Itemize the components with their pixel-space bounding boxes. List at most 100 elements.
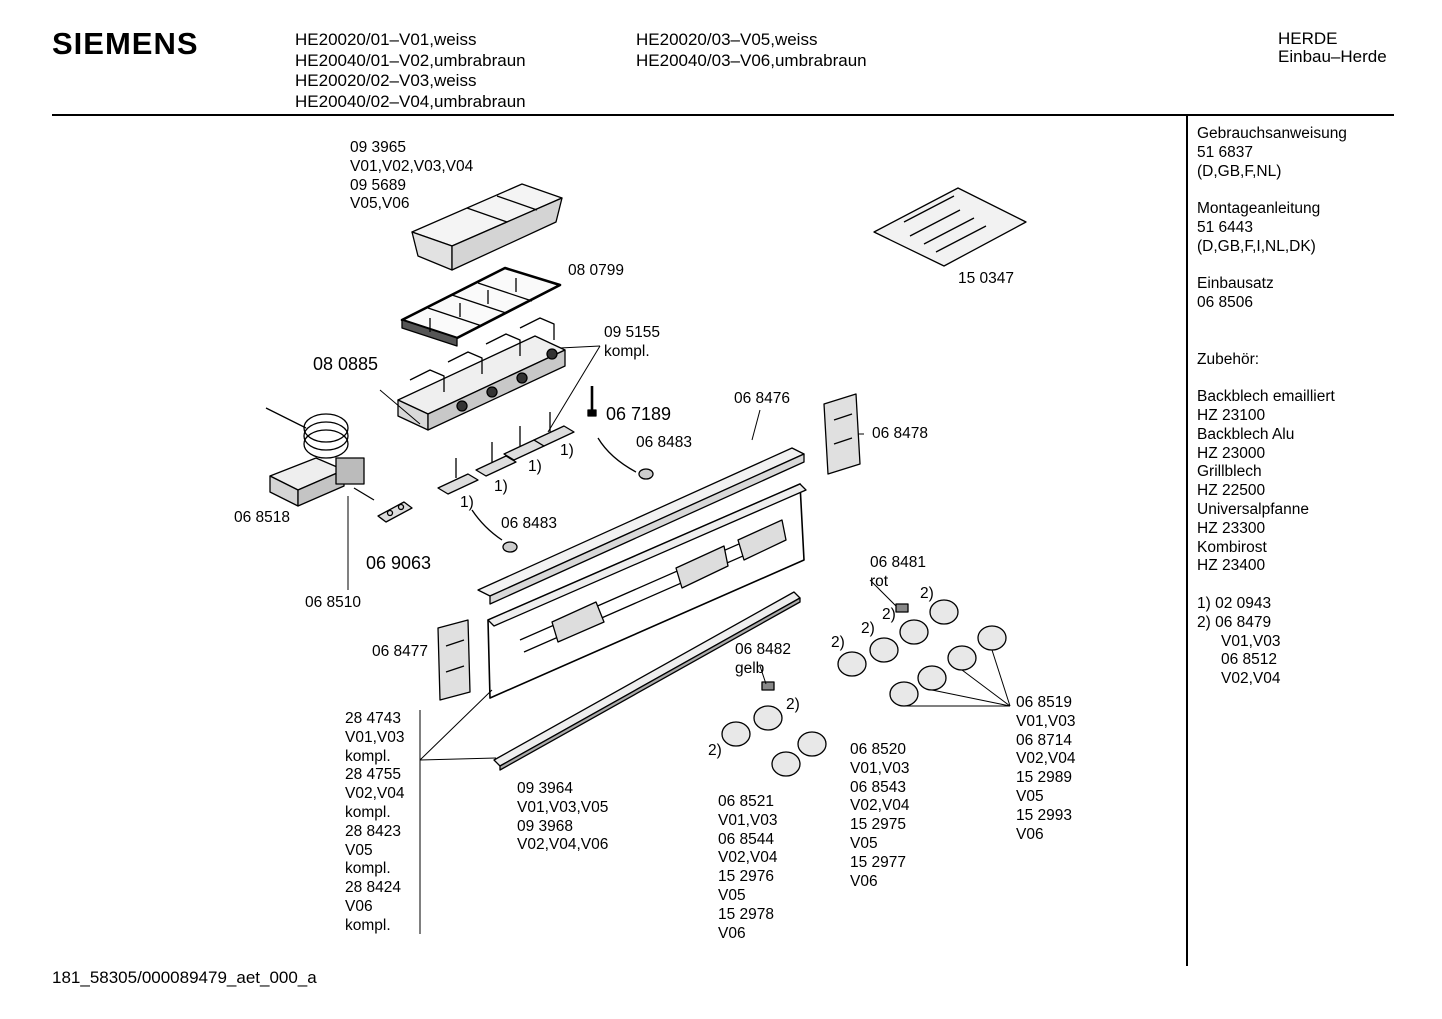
note-marker-2: 2) <box>882 606 896 623</box>
note-marker-2: 2) <box>831 634 845 651</box>
label-line: V05 <box>1016 787 1044 805</box>
label-line: V06 <box>345 897 373 915</box>
category: HERDE Einbau–Herde <box>1278 30 1387 66</box>
accessory-item: HZ 23000 <box>1197 444 1266 462</box>
note-line: V01,V03 <box>1221 632 1281 650</box>
note-marker-2: 2) <box>861 620 875 637</box>
label-panel-strip: 06 8476 <box>734 390 791 407</box>
label-line: kompl. <box>345 747 391 765</box>
accessory-item: Backblech Alu <box>1197 425 1295 443</box>
label-line: kompl. <box>345 860 391 878</box>
label-line: gelb <box>735 659 765 677</box>
note-marker-2: 2) <box>920 585 934 602</box>
label-knobs-right: 06 8519 V01,V03 06 8714 V02,V04 15 2989 … <box>1016 694 1075 844</box>
model-list-right: HE20020/03–V05,weiss HE20040/03–V06,umbr… <box>636 30 867 71</box>
accessories-title: Zubehör: <box>1197 350 1260 368</box>
button-yellow-part <box>761 681 775 691</box>
label-screw: 06 7189 <box>606 404 672 424</box>
label-thermo-sensor: 06 8510 <box>305 594 362 611</box>
label-line: 09 3965 <box>350 139 407 156</box>
label-bracket-right: 06 8478 <box>872 425 929 442</box>
kit-title: Einbausatz <box>1197 275 1274 293</box>
label-line: 09 5689 <box>350 176 407 194</box>
kit-number: 06 8506 <box>1197 294 1254 312</box>
label-line: 09 5155 <box>604 324 661 341</box>
label-line: V05 <box>718 886 746 904</box>
label-line: V02,V04 <box>345 785 405 803</box>
note-marker-2: 2) <box>708 742 722 759</box>
brand-logo: SIEMENS <box>52 26 199 61</box>
label-line: V01,V03 <box>345 728 405 746</box>
label-lamp-bottom: 06 8483 <box>501 515 558 532</box>
accessory-item: Kombirost <box>1197 538 1267 556</box>
label-line: V06 <box>850 872 878 890</box>
label-line: 28 8423 <box>345 822 402 840</box>
note-marker-1: 1) <box>494 478 508 495</box>
label-line: 09 3968 <box>517 817 574 835</box>
label-trim-strip: 09 3964 V01,V03,V05 09 3968 V02,V04,V06 <box>517 780 608 855</box>
model-line: HE20020/03–V05,weiss <box>636 30 818 49</box>
label-line: V02,V04 <box>1016 750 1076 768</box>
header-divider <box>52 114 1394 116</box>
note-line: V02,V04 <box>1221 670 1281 688</box>
label-line: V06 <box>718 924 746 942</box>
label-line: 09 3964 <box>517 780 574 797</box>
trim-strip-part <box>493 591 801 771</box>
label-plate: 06 9063 <box>366 553 432 573</box>
model-line: HE20040/01–V02,umbrabraun <box>295 50 526 70</box>
label-line: V01,V03,V05 <box>517 798 609 816</box>
accessory-item: Universalpfanne <box>1197 500 1310 518</box>
accessory-item: HZ 23300 <box>1197 519 1266 537</box>
label-lamp-top: 06 8483 <box>636 434 693 451</box>
manual-langs: (D,GB,F,NL) <box>1197 162 1282 180</box>
category-sub: Einbau–Herde <box>1278 47 1387 66</box>
label-line: 06 8714 <box>1016 731 1073 749</box>
install-number: 51 6443 <box>1197 218 1254 236</box>
label-line: 15 2978 <box>718 905 775 923</box>
control-panel-part <box>487 483 807 699</box>
label-button-red: 06 8481 rot <box>870 554 926 592</box>
fastener-bag-part <box>873 187 1027 267</box>
label-line: 15 2975 <box>850 816 907 834</box>
model-line: HE20020/02–V03,weiss <box>295 71 477 90</box>
install-langs: (D,GB,F,I,NL,DK) <box>1197 237 1316 255</box>
switches-part <box>437 412 575 495</box>
note-marker-1: 1) <box>528 458 542 475</box>
label-line: 06 8521 <box>718 793 775 810</box>
label-line: V01,V02,V03,V04 <box>350 157 474 175</box>
label-line: 06 8482 <box>735 641 792 658</box>
label-line: rot <box>870 572 889 590</box>
switch-block-part <box>397 317 566 431</box>
label-line: 28 4755 <box>345 766 402 784</box>
label-fastener-bag: 15 0347 <box>958 270 1015 287</box>
label-line: V05 <box>850 834 878 852</box>
model-line: HE20040/02–V04,umbrabraun <box>295 91 526 111</box>
screw-part <box>587 386 597 417</box>
tray-part <box>411 183 563 271</box>
document-code: 181_58305/000089479_aet_000_a <box>52 968 317 987</box>
bracket-right-part <box>823 393 861 475</box>
manual-title: Gebrauchsanweisung <box>1197 125 1347 142</box>
accessory-item: HZ 22500 <box>1197 482 1266 500</box>
label-line: 15 2989 <box>1016 769 1073 787</box>
label-line: V05 <box>345 841 373 859</box>
label-line: V02,V04 <box>718 849 778 867</box>
sidebar: Gebrauchsanweisung 51 6837 (D,GB,F,NL) M… <box>1197 125 1347 689</box>
label-line: 28 4743 <box>345 710 402 727</box>
label-thermostat: 06 8518 <box>234 509 291 526</box>
manual-number: 51 6837 <box>1197 143 1254 161</box>
bracket-left-part <box>437 619 471 701</box>
model-list-left: HE20020/01–V01,weiss HE20040/01–V02,umbr… <box>295 30 526 112</box>
label-line: 15 2993 <box>1016 806 1073 824</box>
sidebar-divider <box>1186 116 1188 966</box>
button-red-part <box>895 603 909 613</box>
note-line: 1) 02 0943 <box>1197 594 1272 612</box>
note-marker-2: 2) <box>786 696 800 713</box>
model-line: HE20020/01–V01,weiss <box>295 30 477 49</box>
label-line: kompl. <box>604 342 650 360</box>
label-bracket-left: 06 8477 <box>372 643 429 660</box>
label-frame: 08 0799 <box>568 262 625 279</box>
note-line: 2) 06 8479 <box>1197 613 1272 631</box>
note-marker-1: 1) <box>460 494 474 511</box>
label-line: 28 8424 <box>345 879 402 897</box>
